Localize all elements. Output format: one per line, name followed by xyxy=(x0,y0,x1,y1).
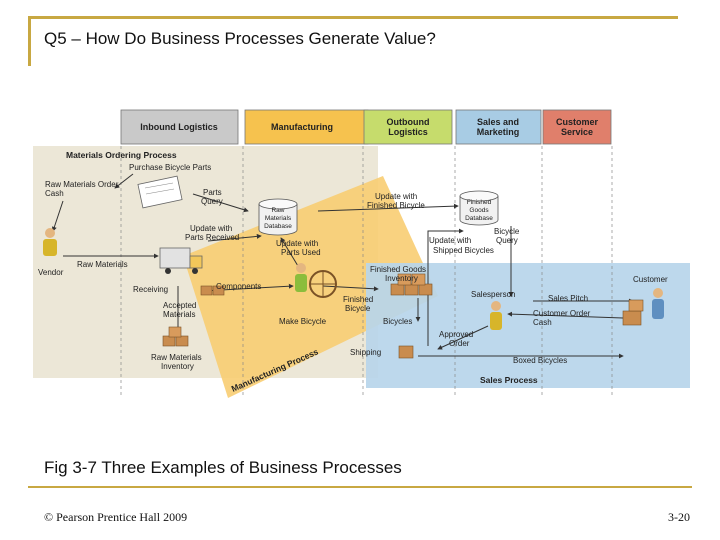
header-sales-line1: Sales and xyxy=(477,117,519,127)
purchase-order-form-icon xyxy=(137,175,183,209)
label-accepted-materials-line2: Materials xyxy=(163,310,195,319)
label-raw-materials-db-line3: Database xyxy=(264,223,292,230)
header-manufacturing: Manufacturing xyxy=(271,122,333,132)
label-update-parts-received-line1: Update with xyxy=(190,224,232,233)
label-raw-materials-db-line2: Materials xyxy=(265,215,292,222)
label-vendor: Vendor xyxy=(38,268,64,277)
label-finished-bicycle-line1: Finished xyxy=(343,295,373,304)
header-service-line2: Service xyxy=(561,127,593,137)
arrow-update-received xyxy=(207,233,262,242)
page-number: 3-20 xyxy=(668,510,690,524)
arrow-customer-order xyxy=(507,311,624,319)
label-update-shipped-line1: Update with xyxy=(429,236,471,245)
customer-person-icon xyxy=(652,288,664,319)
arrow-purchase-order xyxy=(114,173,134,189)
label-sales-pitch: Sales Pitch xyxy=(548,294,588,303)
label-bicycle-query-line1: Bicycle xyxy=(494,227,520,236)
make-bicycle-worker-icon xyxy=(295,263,307,292)
header-outbound-line1: Outbound xyxy=(387,117,430,127)
label-finished-goods-inventory-line1: Finished Goods xyxy=(370,265,426,274)
label-finished-bicycle-line2: Bicycle xyxy=(345,304,371,313)
label-shipping: Shipping xyxy=(350,348,381,357)
label-customer-order-line1: Customer Order xyxy=(533,309,591,318)
business-process-diagram: Inbound Logistics Manufacturing Outbound… xyxy=(33,109,690,398)
label-bicycle-query-line2: Query xyxy=(496,236,518,245)
label-finished-goods-db-line2: Goods xyxy=(469,207,489,214)
arrow-finished-bicycle xyxy=(322,285,379,292)
finished-goods-boxes-icon xyxy=(390,273,433,296)
arrow-approved-order xyxy=(437,325,489,350)
slide-title: Q5 – How Do Business Processes Generate … xyxy=(44,29,436,48)
label-approved-order-line1: Approved xyxy=(439,330,473,339)
label-raw-materials-inventory-line1: Raw Materials xyxy=(151,353,202,362)
label-customer-order-line2: Cash xyxy=(533,318,552,327)
label-update-finished-bicycle-line1: Update with xyxy=(375,192,417,201)
arrow-update-finished xyxy=(317,203,459,212)
label-approved-order-line2: Order xyxy=(449,339,470,348)
copyright-notice: © Pearson Prentice Hall 2009 xyxy=(44,510,188,524)
arrow-update-shipped xyxy=(427,228,464,346)
accepted-materials-boxes-icon xyxy=(200,285,225,296)
figure-caption: Fig 3-7 Three Examples of Business Proce… xyxy=(44,458,402,477)
raw-materials-database xyxy=(258,198,298,236)
header-outbound-line2: Logistics xyxy=(388,127,428,137)
header-outbound-box xyxy=(363,109,453,145)
label-update-parts-used-line1: Update with xyxy=(276,239,318,248)
label-update-finished-bicycle-line2: Finished Bicycle xyxy=(367,201,425,210)
raw-materials-boxes-icon xyxy=(162,326,189,347)
header-sales-line2: Marketing xyxy=(477,127,520,137)
title-top-rule xyxy=(28,16,678,19)
label-raw-materials-order-line1: Raw Materials Order xyxy=(45,180,119,189)
salesperson-icon xyxy=(490,301,502,330)
delivery-truck-icon xyxy=(159,247,203,274)
label-customer: Customer xyxy=(633,275,668,284)
header-inbound: Inbound Logistics xyxy=(140,122,218,132)
label-parts-query-line2: Query xyxy=(201,197,223,206)
label-update-parts-received-line2: Parts Received xyxy=(185,233,239,242)
arrow-update-used xyxy=(280,237,299,267)
label-boxed-bicycles: Boxed Bicycles xyxy=(513,356,567,365)
label-components: Components xyxy=(216,282,261,291)
header-service-box xyxy=(542,109,612,145)
label-purchase-bicycle-parts: Purchase Bicycle Parts xyxy=(129,163,211,172)
header-sales-box xyxy=(455,109,542,145)
footer-rule xyxy=(28,486,692,488)
header-manufacturing-box xyxy=(244,109,369,145)
header-service-line1: Customer xyxy=(556,117,599,127)
label-raw-materials-db-line1: Raw xyxy=(271,207,284,214)
header-inbound-box xyxy=(120,109,239,145)
label-update-parts-used-line2: Parts Used xyxy=(281,248,321,257)
label-materials-ordering-process: Materials Ordering Process xyxy=(66,150,177,160)
label-receiving: Receiving xyxy=(133,285,168,294)
vendor-person-icon xyxy=(43,228,57,256)
label-raw-materials-inventory-line2: Inventory xyxy=(161,362,194,371)
finished-goods-database xyxy=(459,190,499,226)
label-bicycles: Bicycles xyxy=(383,317,412,326)
label-finished-goods-db-line3: Database xyxy=(465,215,493,222)
label-finished-goods-db-line1: Finished xyxy=(467,199,492,206)
flow-arrows xyxy=(51,173,634,359)
label-parts-query-line1: Parts xyxy=(203,188,222,197)
label-update-shipped-line2: Shipped Bicycles xyxy=(433,246,494,255)
arrow-parts-query xyxy=(192,193,249,213)
label-raw-materials: Raw Materials xyxy=(77,260,128,269)
title-left-rule xyxy=(28,16,31,66)
label-raw-materials-order-line2: Cash xyxy=(45,189,64,198)
label-accepted-materials-line1: Accepted xyxy=(163,301,196,310)
label-make-bicycle: Make Bicycle xyxy=(279,317,327,326)
title-frame xyxy=(28,16,678,66)
shipping-box-icon xyxy=(398,345,414,359)
bicycle-wheel-icon xyxy=(309,270,337,298)
label-sales-process: Sales Process xyxy=(480,375,538,385)
arrow-order-to-vendor xyxy=(51,200,64,232)
label-finished-goods-inventory-line2: Inventory xyxy=(385,274,418,283)
boxed-bicycles-cart-icon xyxy=(622,299,644,326)
label-salesperson: Salesperson xyxy=(471,290,515,299)
